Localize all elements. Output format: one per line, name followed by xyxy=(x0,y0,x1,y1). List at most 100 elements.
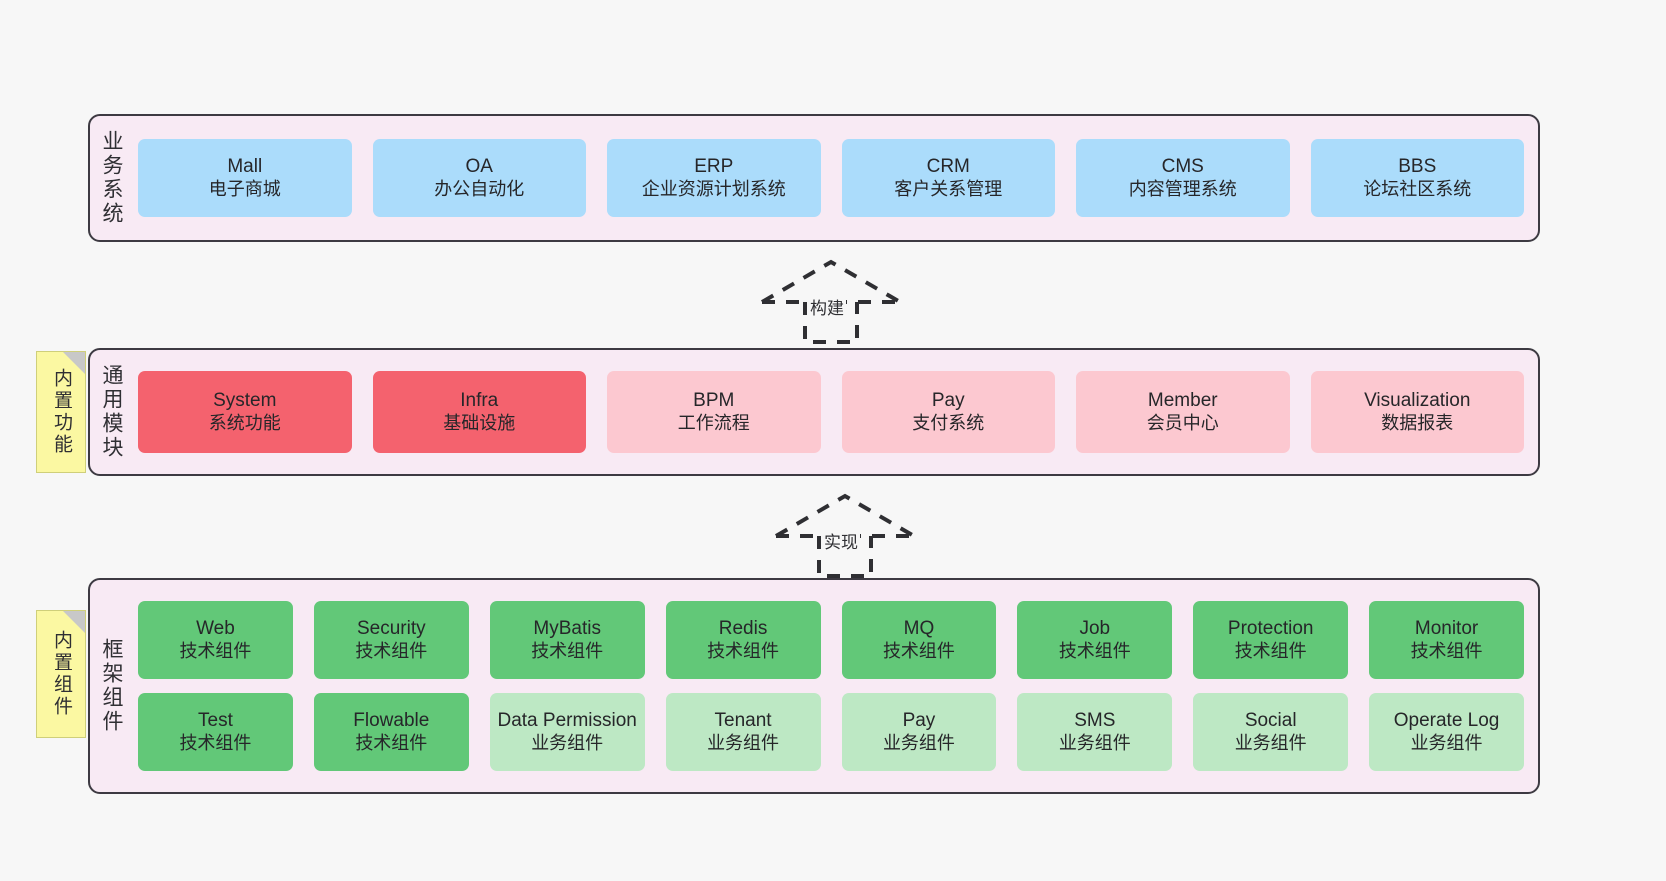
node-test[interactable]: Test 技术组件 xyxy=(138,693,293,771)
node-crm[interactable]: CRM 客户关系管理 xyxy=(841,139,1055,217)
dashed-generalization-arrow-icon xyxy=(774,493,916,578)
node-label-cn: 支付系统 xyxy=(912,412,985,433)
layer-title-common-modules: 通用模块 xyxy=(100,364,124,460)
node-job[interactable]: Job 技术组件 xyxy=(1017,601,1173,679)
note-builtin-component: 内置组件 xyxy=(36,610,86,738)
node-bbs[interactable]: BBS 论坛社区系统 xyxy=(1310,139,1524,217)
node-oa[interactable]: OA 办公自动化 xyxy=(372,139,586,217)
node-erp[interactable]: ERP 企业资源计划系统 xyxy=(607,139,821,217)
node-label-cn: 客户关系管理 xyxy=(894,178,1003,199)
node-web[interactable]: Web 技术组件 xyxy=(138,601,293,679)
note-label: 内置组件 xyxy=(50,630,72,718)
node-label-en: Infra xyxy=(460,390,499,412)
node-label-cn: 企业资源计划系统 xyxy=(641,178,786,199)
node-visualization[interactable]: Visualization 数据报表 xyxy=(1310,371,1524,453)
dashed-generalization-arrow-icon xyxy=(760,259,902,344)
node-monitor[interactable]: Monitor 技术组件 xyxy=(1369,601,1524,679)
node-mybatis[interactable]: MyBatis 技术组件 xyxy=(489,601,645,679)
node-label-cn: 业务组件 xyxy=(1234,732,1307,753)
node-infra[interactable]: Infra 基础设施 xyxy=(372,371,586,453)
node-label-en: Web xyxy=(196,618,235,640)
node-pay[interactable]: Pay 支付系统 xyxy=(841,371,1055,453)
connector-label-implement: 实现 xyxy=(822,528,860,553)
node-label-cn: 技术组件 xyxy=(882,640,955,661)
node-label-en: OA xyxy=(465,156,493,178)
node-label-en: Protection xyxy=(1227,618,1314,640)
node-label-cn: 技术组件 xyxy=(355,732,428,753)
node-protection[interactable]: Protection 技术组件 xyxy=(1193,601,1349,679)
node-label-en: CMS xyxy=(1161,156,1204,178)
page-fold-icon xyxy=(63,352,85,374)
node-label-cn: 业务组件 xyxy=(707,732,780,753)
node-label-en: Monitor xyxy=(1414,618,1479,640)
node-label-en: Redis xyxy=(718,618,768,640)
node-label-cn: 基础设施 xyxy=(443,412,516,433)
connector-label-build: 构建 xyxy=(808,294,846,319)
node-label-cn: 论坛社区系统 xyxy=(1363,178,1472,199)
node-label-cn: 技术组件 xyxy=(1234,640,1307,661)
node-label-cn: 技术组件 xyxy=(179,640,252,661)
node-label-cn: 技术组件 xyxy=(531,640,604,661)
note-builtin-function: 内置功能 xyxy=(36,351,86,473)
node-tenant[interactable]: Tenant 业务组件 xyxy=(665,693,821,771)
node-data-permission[interactable]: Data Permission 业务组件 xyxy=(489,693,645,771)
layer-framework-components: 框架组件 Web 技术组件 Security 技术组件 MyBatis 技术组件… xyxy=(88,578,1540,794)
node-label-en: Social xyxy=(1244,710,1297,732)
layer-title-framework-components: 框架组件 xyxy=(100,638,124,734)
layer-row: Test 技术组件 Flowable 技术组件 Data Permission … xyxy=(138,693,1524,771)
node-label-cn: 数据报表 xyxy=(1381,412,1454,433)
node-pay-component[interactable]: Pay 业务组件 xyxy=(841,693,997,771)
node-label-en: Test xyxy=(198,710,233,732)
node-label-en: Job xyxy=(1079,618,1111,640)
node-label-en: MyBatis xyxy=(533,618,601,640)
layer-row: Web 技术组件 Security 技术组件 MyBatis 技术组件 Redi… xyxy=(138,601,1524,679)
layer-body-framework-components: Web 技术组件 Security 技术组件 MyBatis 技术组件 Redi… xyxy=(132,580,1538,792)
node-social[interactable]: Social 业务组件 xyxy=(1193,693,1349,771)
node-label-cn: 技术组件 xyxy=(1058,640,1131,661)
node-security[interactable]: Security 技术组件 xyxy=(313,601,469,679)
node-operate-log[interactable]: Operate Log 业务组件 xyxy=(1369,693,1524,771)
layer-common-modules: 通用模块 System 系统功能 Infra 基础设施 BPM 工作流程 Pay… xyxy=(88,348,1540,476)
layer-row: Mall 电子商城 OA 办公自动化 ERP 企业资源计划系统 CRM 客户关系… xyxy=(138,139,1524,217)
node-label-en: Flowable xyxy=(353,710,430,732)
node-label-en: Member xyxy=(1147,390,1218,412)
node-label-cn: 业务组件 xyxy=(882,732,955,753)
node-label-cn: 业务组件 xyxy=(1058,732,1131,753)
node-label-en: Data Permission xyxy=(497,710,637,732)
node-label-cn: 业务组件 xyxy=(1410,732,1483,753)
node-label-en: Visualization xyxy=(1364,390,1471,412)
page-fold-icon xyxy=(63,611,85,633)
node-system[interactable]: System 系统功能 xyxy=(138,371,352,453)
note-label: 内置功能 xyxy=(50,368,72,456)
node-bpm[interactable]: BPM 工作流程 xyxy=(607,371,821,453)
layer-body-business-system: Mall 电子商城 OA 办公自动化 ERP 企业资源计划系统 CRM 客户关系… xyxy=(132,116,1538,240)
node-label-en: Mall xyxy=(227,156,263,178)
node-label-en: CRM xyxy=(926,156,970,178)
node-label-cn: 技术组件 xyxy=(707,640,780,661)
node-cms[interactable]: CMS 内容管理系统 xyxy=(1076,139,1290,217)
node-label-en: Pay xyxy=(931,390,965,412)
node-label-cn: 办公自动化 xyxy=(434,178,525,199)
node-label-en: Security xyxy=(356,618,426,640)
node-mall[interactable]: Mall 电子商城 xyxy=(138,139,352,217)
node-label-cn: 会员中心 xyxy=(1146,412,1219,433)
node-label-en: BPM xyxy=(693,390,735,412)
node-label-en: System xyxy=(213,390,277,412)
connector-build: 构建 xyxy=(756,258,906,344)
node-label-cn: 系统功能 xyxy=(208,412,281,433)
connector-implement: 实现 xyxy=(770,492,920,578)
node-sms[interactable]: SMS 业务组件 xyxy=(1017,693,1173,771)
node-mq[interactable]: MQ 技术组件 xyxy=(841,601,997,679)
node-redis[interactable]: Redis 技术组件 xyxy=(665,601,821,679)
node-member[interactable]: Member 会员中心 xyxy=(1076,371,1290,453)
node-label-en: BBS xyxy=(1398,156,1437,178)
node-label-en: ERP xyxy=(694,156,734,178)
layer-title-business-system: 业务系统 xyxy=(100,130,124,226)
node-label-en: SMS xyxy=(1074,710,1116,732)
node-label-cn: 工作流程 xyxy=(677,412,750,433)
layer-row: System 系统功能 Infra 基础设施 BPM 工作流程 Pay 支付系统… xyxy=(138,371,1524,453)
node-flowable[interactable]: Flowable 技术组件 xyxy=(313,693,469,771)
node-label-cn: 技术组件 xyxy=(355,640,428,661)
node-label-en: Pay xyxy=(902,710,936,732)
